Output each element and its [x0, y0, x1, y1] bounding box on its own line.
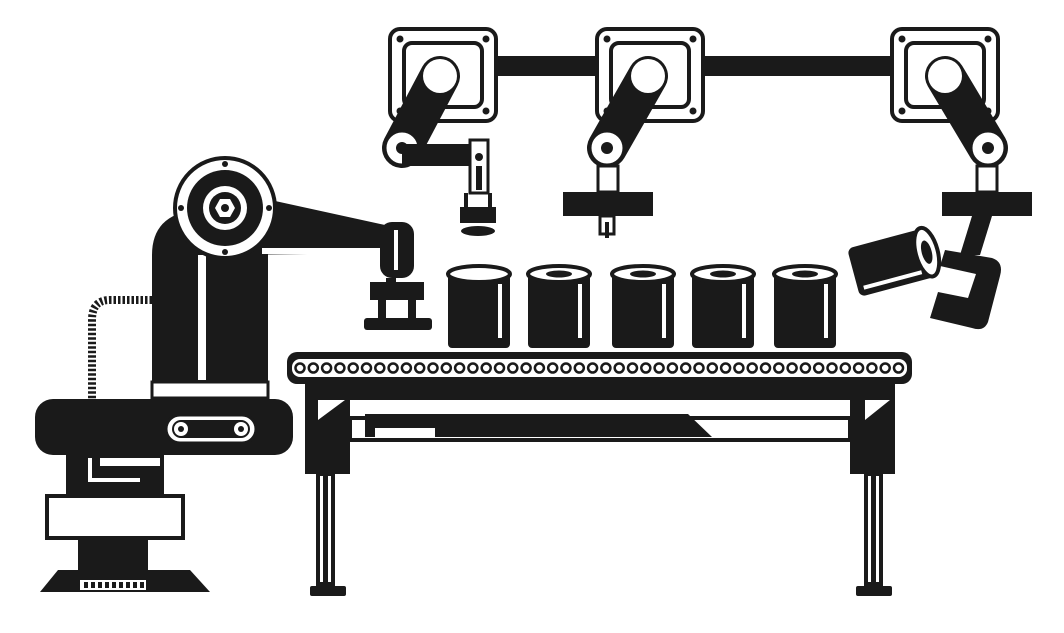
- conveyor-roller: [839, 362, 852, 374]
- conveyor-roller: [600, 362, 612, 374]
- left-leg: [305, 384, 350, 596]
- conveyor-roller: [400, 362, 413, 374]
- shoulder-hub: [173, 156, 277, 260]
- frame-crossbar: [305, 384, 895, 400]
- conveyor-roller: [706, 362, 719, 374]
- conveyor-roller: [334, 362, 346, 374]
- conveyor-roller: [679, 362, 692, 374]
- conveyor-roller: [347, 362, 359, 374]
- conveyor-roller: [307, 362, 320, 374]
- probe-tool: [460, 138, 496, 236]
- conveyor-roller: [613, 362, 625, 374]
- vent-slot: [133, 582, 137, 588]
- conveyor-roller: [507, 362, 519, 374]
- canister-4: [690, 264, 756, 348]
- conveyor-roller: [360, 362, 373, 374]
- overhead-gantry: [382, 27, 1032, 330]
- conveyor-table: [287, 352, 912, 596]
- conveyor-roller: [440, 362, 453, 374]
- conveyor-roller: [719, 362, 732, 374]
- conveyor-roller: [573, 362, 586, 374]
- vent-slot: [140, 582, 144, 588]
- right-leg: [850, 384, 895, 596]
- conveyor-roller: [746, 362, 758, 374]
- conveyor-roller: [586, 362, 599, 374]
- conveyor-roller: [640, 362, 652, 374]
- conveyor-roller: [799, 362, 812, 374]
- conveyor-roller: [413, 362, 426, 374]
- conveyor-roller: [320, 362, 333, 374]
- overhead-arm-1: [382, 27, 498, 236]
- shoulder-joint: [423, 59, 457, 93]
- robot-base: [35, 399, 293, 455]
- canister-5: [772, 264, 838, 348]
- conveyor-roller: [626, 362, 639, 374]
- conveyor-roller: [666, 362, 679, 374]
- floor-robot-arm: [35, 156, 432, 592]
- conveyor-roller: [427, 362, 439, 374]
- conveyor-roller: [546, 362, 559, 374]
- canister-1: [446, 264, 512, 348]
- conveyor-roller: [467, 362, 479, 374]
- forearm-link: [402, 144, 472, 166]
- conveyor-roller: [892, 362, 905, 374]
- conveyor-roller: [387, 362, 399, 374]
- canister-2: [526, 264, 592, 348]
- conveyor-roller: [294, 362, 306, 374]
- conveyor-roller: [533, 362, 546, 374]
- coiled-cable: [88, 296, 152, 400]
- held-canister: [848, 225, 942, 296]
- conveyor-roller: [786, 362, 798, 374]
- conveyor-roller: [866, 362, 878, 374]
- conveyor-roller: [852, 362, 865, 374]
- vent-slot: [126, 582, 130, 588]
- conveyor-belt: [287, 352, 912, 384]
- under-frame: [348, 414, 852, 442]
- conveyor-roller: [374, 362, 386, 374]
- conveyor-roller: [759, 362, 772, 374]
- shoulder-joint: [631, 59, 665, 93]
- press-tool: [563, 164, 653, 238]
- conveyor-roller: [520, 362, 532, 374]
- conveyor-roller: [812, 362, 825, 374]
- robot-pedestal: [40, 450, 210, 592]
- canister-3: [610, 264, 676, 348]
- conveyor-roller: [826, 362, 838, 374]
- vent-slot: [84, 582, 88, 588]
- vent-slot: [119, 582, 123, 588]
- vent-slot: [91, 582, 95, 588]
- overhead-arm-3: [848, 27, 1032, 330]
- overhead-arm-2: [563, 27, 705, 238]
- vent-slot: [112, 582, 116, 588]
- conveyor-roller: [480, 362, 492, 374]
- vent-slot: [98, 582, 102, 588]
- conveyor-roller: [733, 362, 745, 374]
- rollers: [294, 362, 905, 374]
- conveyor-roller: [653, 362, 665, 374]
- conveyor-roller: [879, 362, 891, 374]
- vent-slot: [105, 582, 109, 588]
- wrist-and-gripper: [364, 222, 432, 330]
- conveyor-roller: [453, 362, 466, 374]
- conveyor-roller: [693, 362, 705, 374]
- gripper-tool: [930, 164, 1032, 330]
- shoulder-joint: [928, 59, 962, 93]
- conveyor-roller: [493, 362, 506, 374]
- conveyor-roller: [773, 362, 785, 374]
- conveyor-roller: [560, 362, 572, 374]
